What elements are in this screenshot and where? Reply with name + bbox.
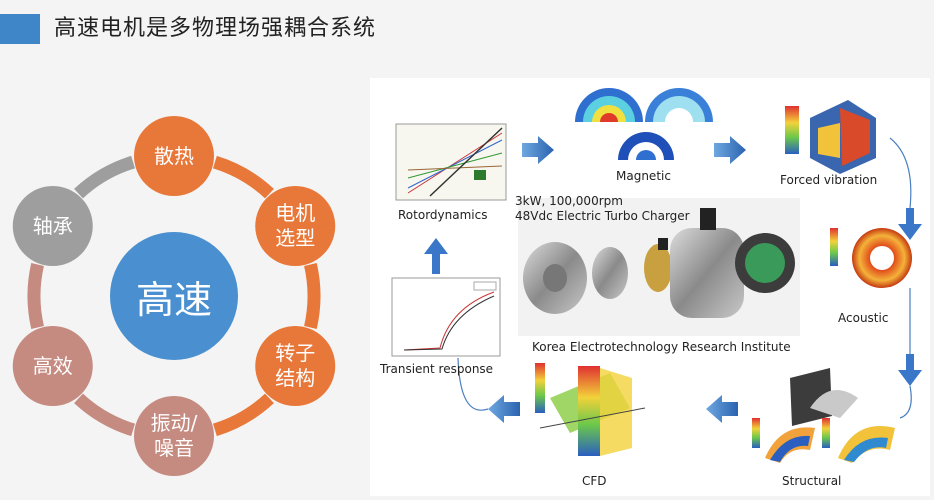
rotordynamics-plot (395, 123, 507, 201)
cfd-image (535, 363, 646, 456)
flow-arrows (424, 136, 922, 423)
magnetic-field-images (575, 88, 713, 160)
ring-arc-segment (304, 263, 321, 329)
ring-node-vibration (134, 396, 214, 476)
ring-node-label-heat: 散热 (154, 143, 194, 168)
caption-acoustic: Acoustic (838, 311, 889, 325)
ring-arc-segment (74, 155, 136, 199)
ring-node-label-motor-type: 电机 选型 (275, 201, 316, 250)
multiphysics-panel: Rotordynamics Magnetic Forced vibration … (370, 78, 930, 496)
ring-node-motor-type (255, 186, 336, 266)
ring-node-label-efficiency: 高效 (32, 353, 73, 378)
transient-response-plot (391, 277, 501, 357)
ring-node-label-bearing: 轴承 (32, 213, 73, 238)
caption-institute: Korea Electrotechnology Research Institu… (532, 340, 791, 354)
caption-magnetic: Magnetic (616, 169, 671, 183)
title-accent-bar (0, 14, 40, 44)
page-title: 高速电机是多物理场强耦合系统 (54, 16, 377, 41)
ring-node-bearing (12, 186, 93, 266)
ring-arc-segment (212, 155, 274, 199)
ring-node-efficiency (12, 326, 93, 406)
coupling-ring-diagram (12, 116, 336, 476)
ring-node-rotor (255, 326, 336, 406)
ring-arc-segment (74, 393, 136, 437)
ring-node-heat (134, 116, 214, 196)
caption-structural: Structural (782, 474, 842, 488)
caption-rotordynamics: Rotordynamics (398, 208, 488, 222)
structural-images (752, 368, 895, 463)
ring-arc-segment (27, 263, 44, 329)
caption-spec-power: 3kW, 100,000rpm (515, 194, 623, 208)
acoustic-image (830, 228, 912, 288)
center-circle-label: 高速 (135, 277, 212, 322)
ring-arcs (12, 116, 336, 476)
caption-cfd: CFD (582, 474, 607, 488)
center-circle (110, 232, 238, 360)
ring-node-label-vibration: 振动/ 噪音 (150, 411, 198, 460)
ring-node-label-rotor: 转子 结构 (275, 341, 316, 390)
turbo-charger-image (518, 198, 800, 336)
caption-transient-response: Transient response (380, 362, 494, 376)
caption-forced-vibration: Forced vibration (780, 173, 878, 187)
ring-arc-segment (212, 393, 274, 437)
forced-vibration-image (785, 100, 876, 174)
multiphysics-flow-diagram (391, 88, 922, 463)
caption-spec-voltage: 48Vdc Electric Turbo Charger (515, 209, 690, 223)
